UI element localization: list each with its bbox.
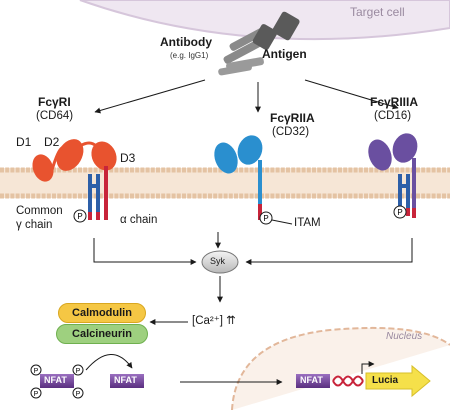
common-gamma-chain-left (88, 174, 92, 212)
nucleus-label: Nucleus (386, 331, 423, 342)
target-cell-label: Target cell (350, 5, 405, 19)
arrow-fcgr1-to-syk (93, 238, 197, 265)
arrow-to-fcgr3a (304, 79, 399, 110)
fcgr2a-receptor (214, 135, 263, 220)
arrow-fcgr3a-to-syk (245, 238, 413, 265)
lucia-label: Lucia (372, 375, 399, 386)
svg-text:P: P (76, 368, 81, 375)
fcgr1-code: (CD64) (36, 110, 74, 122)
phospho-marker-fcgr2a: P (259, 211, 273, 225)
svg-text:P: P (34, 391, 39, 398)
calcium-label: [Ca²⁺] ⇈ (192, 315, 236, 327)
nfat-nuclear (296, 374, 330, 388)
target-cell-membrane (79, 0, 450, 41)
syk-node (201, 250, 239, 274)
antigen-label: Antigen (262, 47, 307, 61)
fcgr2a-code: (CD32) (272, 126, 310, 138)
antibody-example: (e.g. IgG1) (170, 51, 209, 60)
svg-text:P: P (76, 391, 81, 398)
common-chain-label-line2: γ chain (16, 219, 53, 231)
fcgr1-name: FcγRI (38, 95, 71, 109)
fcgr3a-receptor (368, 133, 418, 218)
domain-d2-label: D2 (44, 135, 60, 149)
nfat-active (110, 374, 144, 388)
antibody-title: Antibody (160, 35, 212, 49)
lucia-reporter-gene (365, 364, 431, 398)
nfat-nuclear-label: NFAT (300, 375, 323, 385)
dna-icon (332, 375, 364, 387)
svg-text:P: P (77, 212, 82, 221)
domain-d1-label: D1 (16, 135, 32, 149)
phospho-marker-fcgr3a: P (393, 205, 407, 219)
common-gamma-chain-right (96, 174, 100, 212)
calmodulin-pill: Calmodulin (58, 303, 146, 323)
nucleus-membrane (231, 326, 450, 410)
arrow-dephosphorylation (85, 354, 133, 371)
calcineurin-pill: Calcineurin (56, 324, 148, 344)
nfat-phosphorylated: P P P P (30, 364, 84, 399)
fcgr3a-name: FcγRIIIA (370, 95, 419, 109)
antibody-icon (218, 27, 267, 76)
syk-label: Syk (210, 256, 226, 266)
effector-cell-membrane (0, 167, 450, 199)
svg-text:P: P (263, 214, 268, 223)
nfat-phosphorylated-label: NFAT (44, 375, 67, 385)
svg-text:P: P (397, 208, 402, 217)
fcgr3a-code: (CD16) (374, 110, 412, 122)
fcgr1-d3-domain (91, 141, 117, 171)
phospho-marker-fcgr1: P (73, 209, 87, 223)
promoter-arrow-icon (361, 361, 375, 374)
fcgr1-d2-domain (56, 139, 84, 171)
svg-text:P: P (34, 368, 39, 375)
fcgr2a-name: FcγRIIA (270, 111, 315, 125)
domain-d3-label: D3 (120, 151, 136, 165)
fcgr1-d1-domain (32, 154, 54, 182)
arrow-to-fcgr1 (94, 79, 206, 114)
alpha-chain-label: α chain (120, 214, 158, 226)
antigen-icon (252, 11, 300, 50)
nfat-active-label: NFAT (114, 375, 137, 385)
itam-label: ITAM (294, 217, 321, 229)
fcgr1-receptor (32, 139, 117, 220)
common-chain-label-line1: Common (16, 205, 63, 217)
